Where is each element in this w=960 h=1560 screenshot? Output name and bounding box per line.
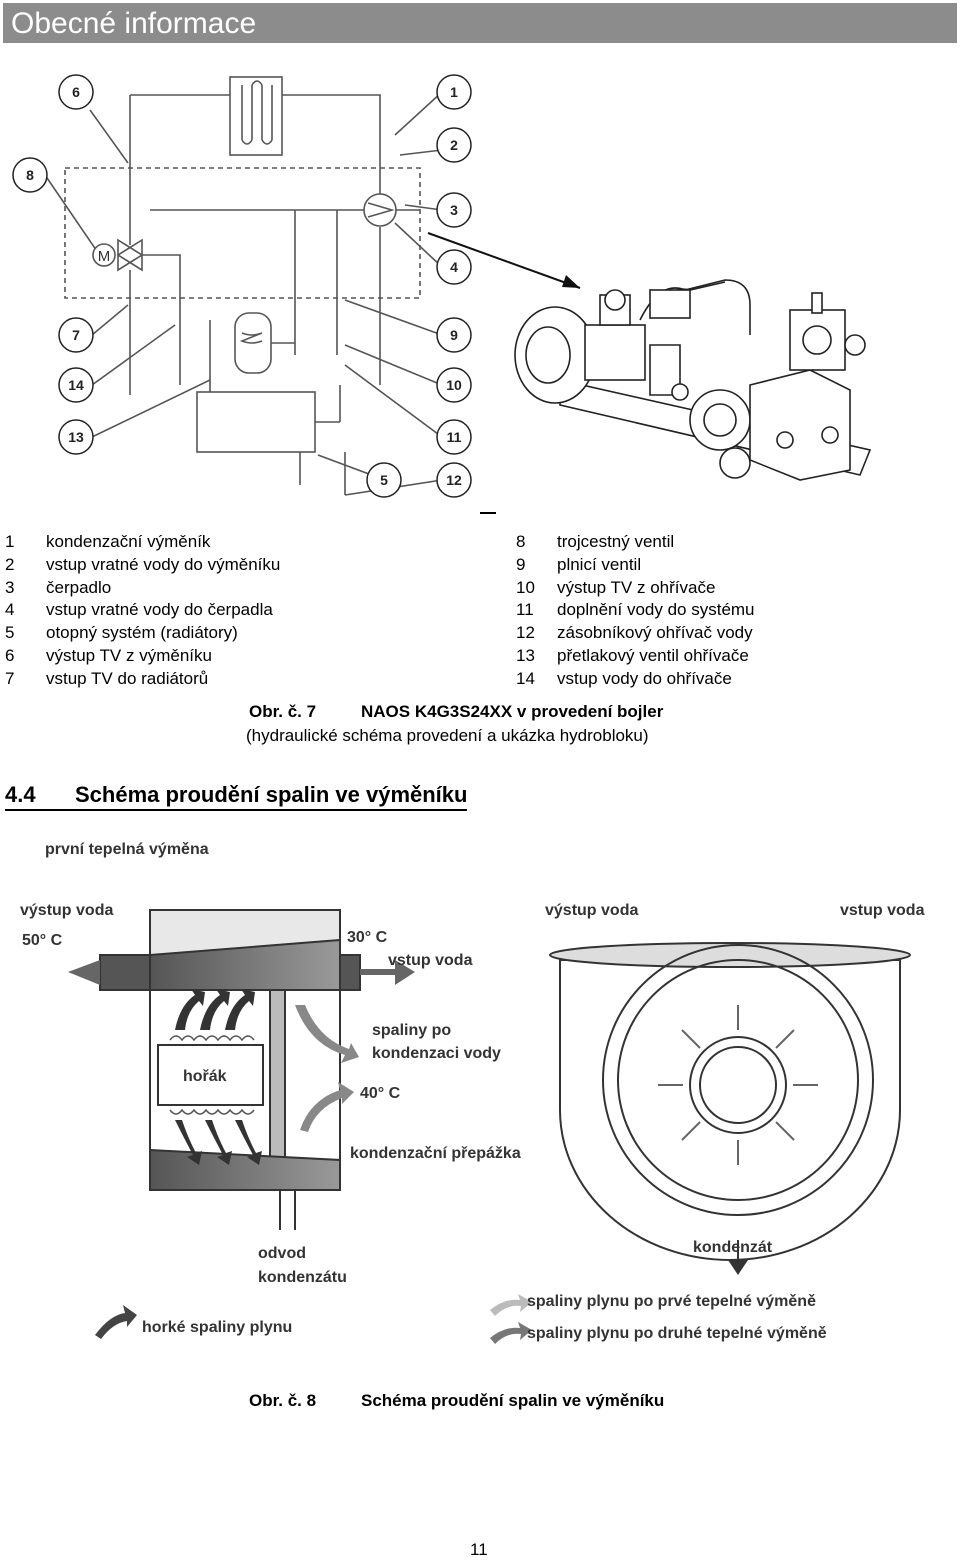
figure-8-label: Obr. č. 8 <box>249 1391 317 1410</box>
motor-label: M <box>98 248 111 265</box>
label-condensate-drain: odvod <box>258 1245 306 1262</box>
callout-10: 10 <box>446 377 462 393</box>
figure-8-title: Schéma proudění spalin ve výměníku <box>361 1391 665 1410</box>
callout-7: 7 <box>72 327 80 343</box>
label-condensate: kondenzát <box>693 1239 773 1256</box>
figure-7-label: Obr. č. 7 <box>249 702 317 721</box>
callout-2: 2 <box>450 137 458 153</box>
label-water-out-mid: výstup voda <box>545 902 638 919</box>
section-number: 4.4 <box>5 782 36 807</box>
label-flue-condensing: spaliny po <box>372 1022 451 1039</box>
callout-9: 9 <box>450 327 458 343</box>
page-number: 11 <box>470 1540 488 1559</box>
label-condensate-drain-2: kondenzátu <box>258 1269 347 1286</box>
label-water-out-right: vstup voda <box>840 902 925 919</box>
callout-14: 14 <box>68 377 84 393</box>
label-flue-condensing-2: kondenzaci vody <box>372 1045 501 1062</box>
label-hot-flue: horké spaliny plynu <box>142 1319 292 1336</box>
hydroblock-illustration <box>514 279 872 481</box>
label-first-exchange: první tepelná výměna <box>45 841 209 858</box>
label-flue-first: spaliny plynu po prvé tepelné výměně <box>527 1293 816 1310</box>
label-condensing-baffle: kondenzační přepážka <box>350 1145 521 1162</box>
callout-11: 11 <box>447 429 462 445</box>
section-title: Schéma proudění spalin ve výměníku <box>75 782 468 807</box>
flue-flow-diagram: první tepelná výměna výstup voda 50° C 3… <box>20 841 925 1344</box>
callout-5: 5 <box>380 472 388 488</box>
callout-8: 8 <box>26 167 34 183</box>
label-burner: hořák <box>183 1068 227 1085</box>
callout-6: 6 <box>72 84 80 100</box>
label-water-in: vstup voda <box>388 952 473 969</box>
header-bar: Obecné informace <box>3 3 957 43</box>
label-temp-30: 30° C <box>347 929 388 946</box>
hydraulic-schematic: M 6 1 2 8 3 4 7 9 14 10 13 11 5 12 <box>12 74 872 514</box>
label-temp-40: 40° C <box>360 1085 401 1102</box>
figure-7-caption: Obr. č. 7 NAOS K4G3S24XX v provedení bojl… <box>249 702 663 722</box>
figure-8-caption: Obr. č. 8 Schéma proudění spalin ve výměn… <box>249 1391 664 1411</box>
label-temp-50: 50° C <box>22 932 63 949</box>
label-water-out-left: výstup voda <box>20 902 113 919</box>
page-title: Obecné informace <box>11 7 257 40</box>
callout-3: 3 <box>450 202 458 218</box>
callout-1: 1 <box>450 84 458 100</box>
callout-4: 4 <box>450 259 458 275</box>
figure-7-subtitle: (hydraulické schéma provedení a ukázka h… <box>246 726 649 745</box>
callout-12: 12 <box>446 472 462 488</box>
section-heading: 4.4 Schéma proudění spalin ve výměníku <box>5 782 468 811</box>
label-flue-second: spaliny plynu po druhé tepelné výměně <box>527 1325 827 1342</box>
callout-13: 13 <box>68 429 84 445</box>
figure-7-title: NAOS K4G3S24XX v provedení bojler <box>361 702 664 721</box>
